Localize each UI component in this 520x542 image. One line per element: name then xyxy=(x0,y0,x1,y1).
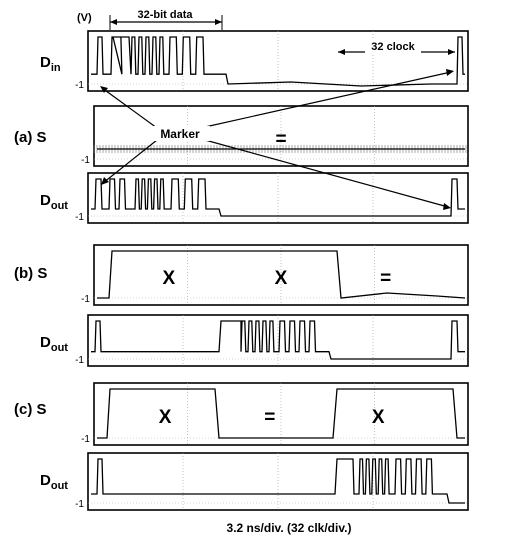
panel-label-dout_b: Dout xyxy=(40,334,68,354)
panel-s_c: -1 (c) S X = X xyxy=(14,382,469,446)
panel-label-s_c: (c) S xyxy=(14,401,47,418)
panel-dout_a: -1 Dout xyxy=(40,172,469,224)
panel-din: -1 Din xyxy=(40,30,469,92)
compare-symbol: X xyxy=(159,407,172,428)
waveform-dout_a xyxy=(91,178,465,217)
y-tick-label: -1 xyxy=(81,434,90,445)
panel-dout_b: -1 Dout xyxy=(40,314,469,367)
panel-s_b: -1 (b) S X X = xyxy=(14,244,469,306)
clock-span-label-bg xyxy=(365,39,421,54)
compare-symbol: X xyxy=(275,268,288,289)
x-axis-label: 3.2 ns/div. (32 clk/div.) xyxy=(227,521,352,535)
waveform-dout_c xyxy=(91,458,465,504)
data-span-arrow xyxy=(109,15,223,30)
y-tick-label: -1 xyxy=(75,212,84,223)
marker-label: Marker xyxy=(160,127,200,141)
compare-symbol: X xyxy=(372,407,385,428)
marker-label-bg xyxy=(150,126,210,141)
waveform-s_b xyxy=(97,250,466,299)
y-tick-label: -1 xyxy=(81,155,90,166)
y-tick-label: -1 xyxy=(75,80,84,91)
waveform-dout_b xyxy=(91,320,465,360)
panel-label-din: Din xyxy=(40,54,61,74)
compare-symbol: = xyxy=(264,407,275,428)
panel-label-dout_a: Dout xyxy=(40,192,68,212)
data-span-label: 32-bit data xyxy=(137,9,193,21)
clock-span-label: 32 clock xyxy=(371,41,415,53)
waveform-s_c xyxy=(97,388,465,439)
compare-symbol: = xyxy=(275,129,286,150)
panel-label-s_a: (a) S xyxy=(14,129,47,146)
waveform-din xyxy=(91,36,465,87)
y-tick-label: -1 xyxy=(81,294,90,305)
panel-label-s_b: (b) S xyxy=(14,265,47,282)
panel-dout_c: -1 Dout xyxy=(40,452,469,511)
compare-symbol: X xyxy=(162,268,175,289)
volt-unit-label: (V) xyxy=(77,12,92,24)
marker-arrows xyxy=(100,69,454,210)
compare-symbol: = xyxy=(380,268,391,289)
panel-label-dout_c: Dout xyxy=(40,472,68,492)
y-tick-label: -1 xyxy=(75,355,84,366)
y-tick-label: -1 xyxy=(75,499,84,510)
panel-s_a: -1 (a) S = xyxy=(14,105,469,167)
